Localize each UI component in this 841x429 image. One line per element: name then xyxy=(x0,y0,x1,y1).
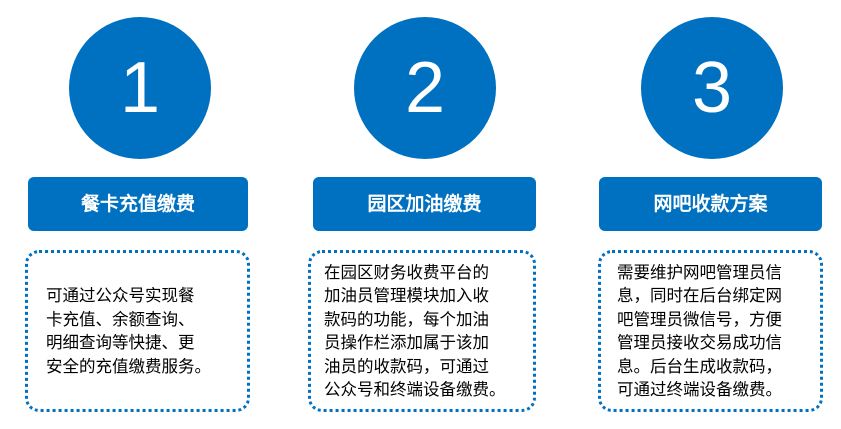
step-number-circle: 1 xyxy=(69,17,211,159)
description-line: 在园区财务收费平台的 xyxy=(324,262,489,282)
description-line: 吧管理员微信号，方便 xyxy=(617,309,782,329)
step-number-circle: 3 xyxy=(641,17,783,159)
description-line: 油员的收款码，可通过 xyxy=(324,356,489,376)
step-description: 可通过公众号实现餐 卡充值、余额查询、 明细查询等快捷、更 安全的充值缴费服务。 xyxy=(25,250,250,412)
step-description: 在园区财务收费平台的 加油员管理模块加入收 款码的功能，每个加油 员操作栏添加属… xyxy=(308,250,536,412)
step-title: 餐卡充值缴费 xyxy=(28,177,248,231)
description-line: 需要维护网吧管理员信 xyxy=(617,262,782,282)
description-line: 加油员管理模块加入收 xyxy=(324,286,489,305)
description-line: 员操作栏添加属于该加 xyxy=(324,333,489,352)
step-number-circle: 2 xyxy=(354,17,496,159)
description-line: 安全的充值缴费服务。 xyxy=(46,356,211,376)
step-title: 网吧收款方案 xyxy=(599,177,822,231)
description-line: 息，同时在后台绑定网 xyxy=(617,286,782,305)
step-description: 需要维护网吧管理员信 息，同时在后台绑定网 吧管理员微信号，方便 管理员接收交易… xyxy=(598,250,823,412)
description-line: 款码的功能，每个加油 xyxy=(324,309,489,329)
description-line: 卡充值、余额查询、 xyxy=(46,309,195,329)
description-line: 管理员接收交易成功信 xyxy=(617,333,782,352)
step-title: 园区加油缴费 xyxy=(313,177,536,231)
description-line: 公众号和终端设备缴费。 xyxy=(324,380,506,399)
description-line: 息。后台生成收款码， xyxy=(617,356,782,376)
description-line: 可通过公众号实现餐 xyxy=(46,286,195,305)
description-line: 明细查询等快捷、更 xyxy=(46,333,195,352)
description-line: 可通过终端设备缴费。 xyxy=(617,380,782,399)
